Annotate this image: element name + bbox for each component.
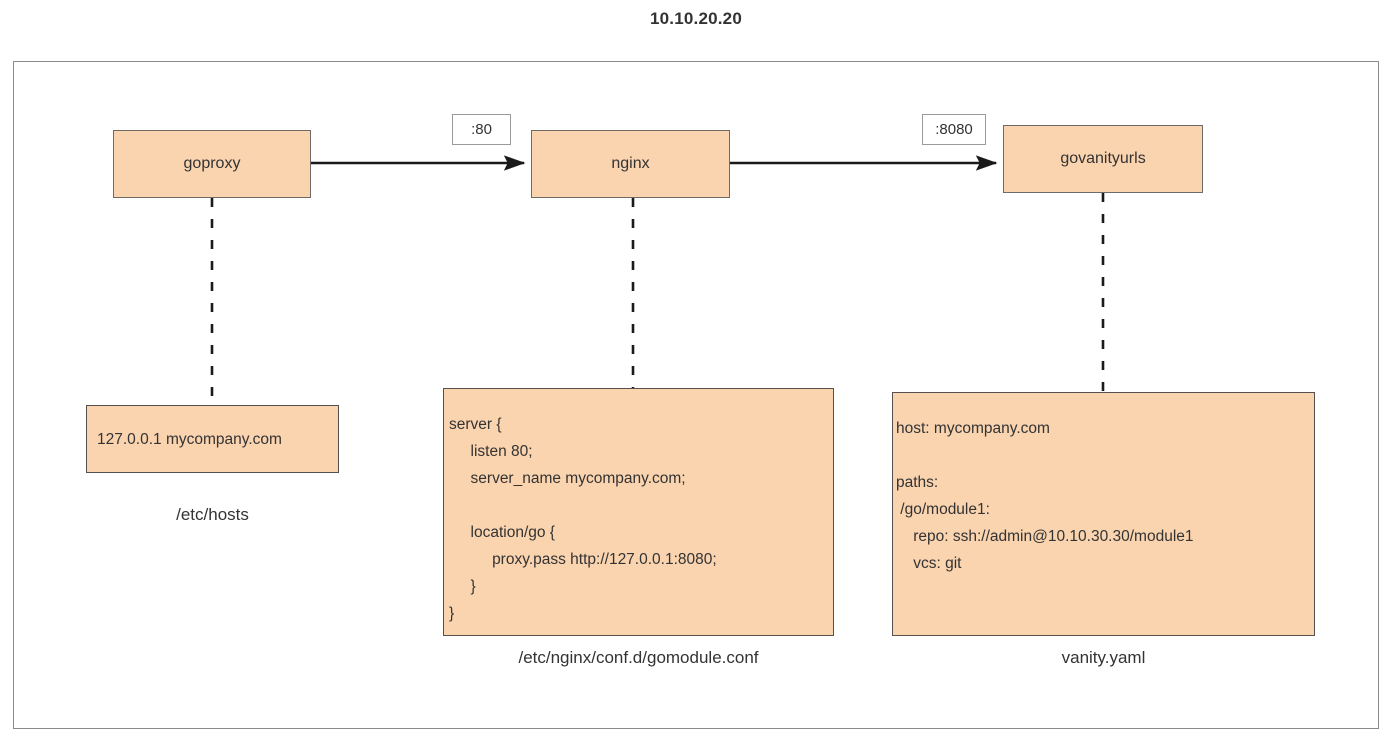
page-title: 10.10.20.20 [649,9,742,28]
port-label-8080-text: :8080 [935,121,973,138]
file-content-nginx-conf: server { listen 80; server_name mycompan… [449,416,717,622]
node-govanityurls[interactable]: govanityurls [1003,125,1203,193]
node-nginx-label: nginx [611,155,650,172]
node-goproxy[interactable]: goproxy [113,130,311,198]
file-box-vanity-yaml[interactable]: host: mycompany.com paths: /go/module1: … [892,392,1315,636]
node-govanityurls-label: govanityurls [1060,150,1146,167]
file-box-hosts[interactable]: 127.0.0.1 mycompany.com [86,405,339,473]
file-caption-hosts: /etc/hosts [176,505,249,524]
port-label-8080[interactable]: :8080 [922,114,986,145]
file-caption-nginx-conf: /etc/nginx/conf.d/gomodule.conf [518,648,759,667]
node-nginx[interactable]: nginx [531,130,730,198]
file-caption-vanity-yaml: vanity.yaml [1061,648,1146,667]
port-label-80[interactable]: :80 [452,114,511,145]
file-content-hosts: 127.0.0.1 mycompany.com [97,430,282,448]
file-content-vanity-yaml: host: mycompany.com paths: /go/module1: … [896,420,1194,572]
node-goproxy-label: goproxy [183,155,241,172]
file-box-nginx-conf[interactable]: server { listen 80; server_name mycompan… [443,388,834,636]
port-label-80-text: :80 [471,121,492,138]
